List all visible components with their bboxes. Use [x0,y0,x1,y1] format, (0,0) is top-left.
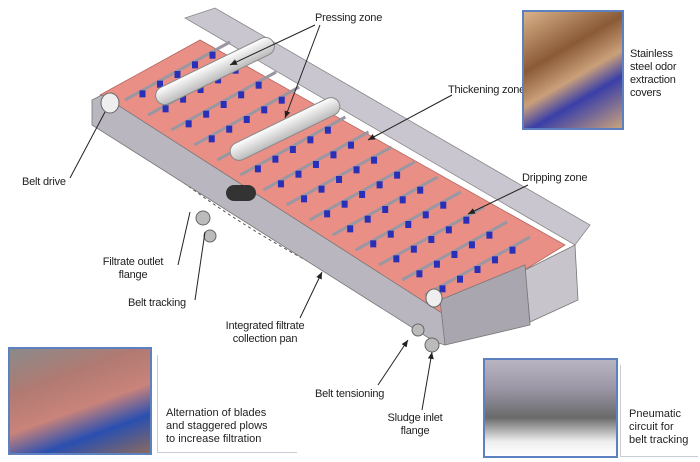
plow [301,195,308,203]
label-belt-tensioning: Belt tensioning [315,388,385,400]
plow [359,191,366,198]
plow [318,185,325,193]
plow [422,211,429,219]
plow [289,146,296,153]
plow [474,266,481,273]
label-thickening-zone: Thickening zone [448,84,526,96]
plow [272,155,279,163]
plow [399,196,406,204]
plow [417,186,424,194]
plow [243,116,250,123]
plow [433,260,440,268]
plow [439,285,446,293]
plow [203,110,210,118]
plow [416,270,423,278]
plow [330,151,337,159]
plow [509,246,516,254]
plow [410,245,417,253]
plow [457,275,463,283]
plow [428,236,435,243]
plow [387,230,394,238]
plow [295,170,302,178]
plow [277,180,284,188]
inset-photo-pneumatic [483,358,618,458]
plow [492,256,498,264]
plow [451,251,458,258]
plow [468,241,475,249]
plow [238,91,245,99]
belt-return [104,117,436,319]
plow [440,201,447,209]
plow [278,96,285,104]
plow [180,95,187,103]
plow [174,71,181,78]
plow [393,255,400,263]
pressing-rollers [100,36,443,308]
plow [382,206,389,213]
plow [370,240,377,248]
plow [324,126,331,134]
plow [445,226,452,234]
label-dripping-zone: Dripping zone [522,172,588,184]
plow [208,135,215,143]
plow [463,216,470,224]
inset-photo-blades-plows [8,347,152,455]
label-belt-drive: Belt drive [22,176,66,188]
plow [324,210,331,218]
plow [336,176,343,183]
plow [486,231,493,239]
label-belt-tracking: Belt tracking [128,297,186,309]
plow [347,141,354,149]
plow [405,221,412,228]
plow [394,171,401,179]
plow [341,200,348,208]
plow [376,181,383,189]
plow [364,215,371,223]
plow [347,225,354,233]
plow [157,80,163,88]
plow [209,51,216,59]
leader-lines [69,24,529,411]
plow [226,125,233,133]
plow [220,101,227,108]
label-pressing-zone: Pressing zone [315,12,383,24]
flanges [195,210,440,353]
back-frame [184,7,591,246]
plow [185,120,192,128]
plow [162,105,169,113]
plow [312,161,319,168]
plow [353,166,360,174]
plow [192,61,198,69]
plow [261,106,268,114]
plow [371,156,378,164]
inset-photo-odor-covers [522,10,624,130]
plow [255,81,262,89]
plow [139,90,146,98]
plow [197,86,204,93]
plow [307,136,314,144]
plow [254,165,261,173]
